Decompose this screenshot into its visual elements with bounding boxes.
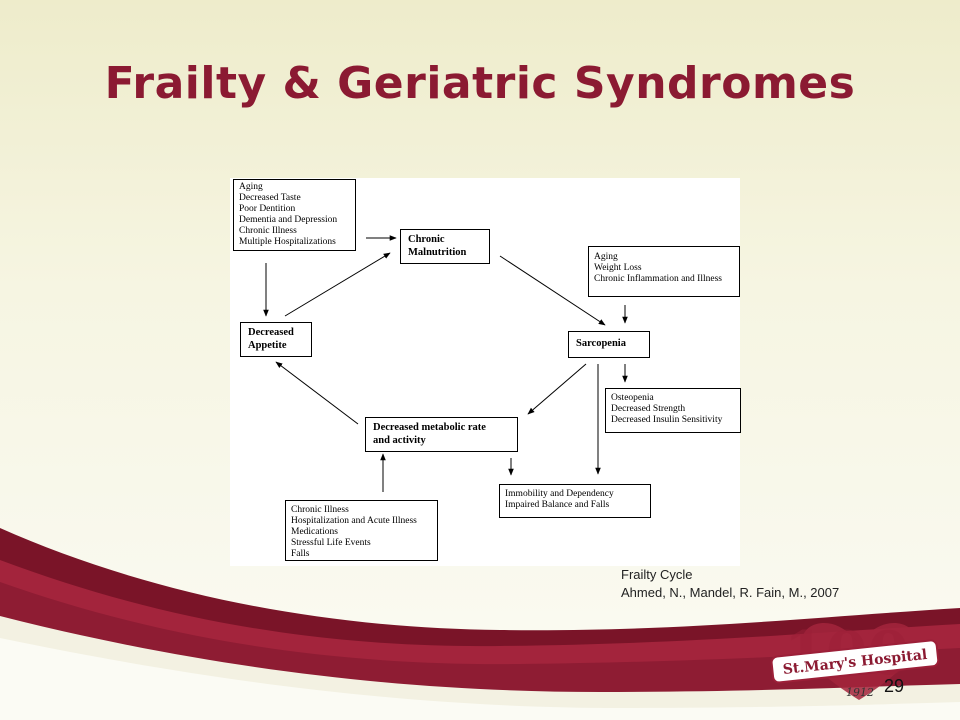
box-sarcopenia: Sarcopenia — [568, 331, 650, 358]
frailty-cycle-diagram: Aging Decreased Taste Poor Dentition Dem… — [230, 178, 741, 566]
hospital-logo: 100 St.Mary's Hospital 1912 — [770, 620, 940, 700]
logo-year: 1912 — [846, 686, 874, 699]
bottom-wave-decoration — [0, 528, 960, 720]
caption-citation: Ahmed, N., Mandel, R. Fain, M., 2007 — [621, 585, 840, 600]
page-number: 29 — [884, 676, 905, 696]
diagram-arrows — [263, 235, 628, 492]
slide-title: Frailty & Geriatric Syndromes — [104, 58, 856, 109]
arrow-malnutrition-to-sarcopenia — [499, 255, 606, 326]
arrow-metabolic-to-appetite — [275, 361, 359, 425]
box-metabolic-causes: Chronic Illness Hospitalization and Acut… — [285, 500, 438, 561]
box-decreased-metabolic: Decreased metabolic rate and activity — [365, 417, 518, 452]
box-immobility: Immobility and Dependency Impaired Balan… — [499, 484, 651, 518]
box-aging-factors: Aging Decreased Taste Poor Dentition Dem… — [233, 179, 356, 251]
box-sarcopenia-effects: Osteopenia Decreased Strength Decreased … — [605, 388, 741, 433]
arrow-sarcopenia-to-metabolic — [527, 363, 587, 415]
box-chronic-malnutrition: Chronic Malnutrition — [400, 229, 490, 264]
caption-title: Frailty Cycle — [621, 567, 693, 582]
arrow-appetite-to-malnutrition — [284, 252, 391, 317]
diagram-caption: Frailty Cycle Ahmed, N., Mandel, R. Fain… — [621, 566, 839, 602]
box-sarcopenia-causes: Aging Weight Loss Chronic Inflammation a… — [588, 246, 740, 297]
box-decreased-appetite: Decreased Appetite — [240, 322, 312, 357]
